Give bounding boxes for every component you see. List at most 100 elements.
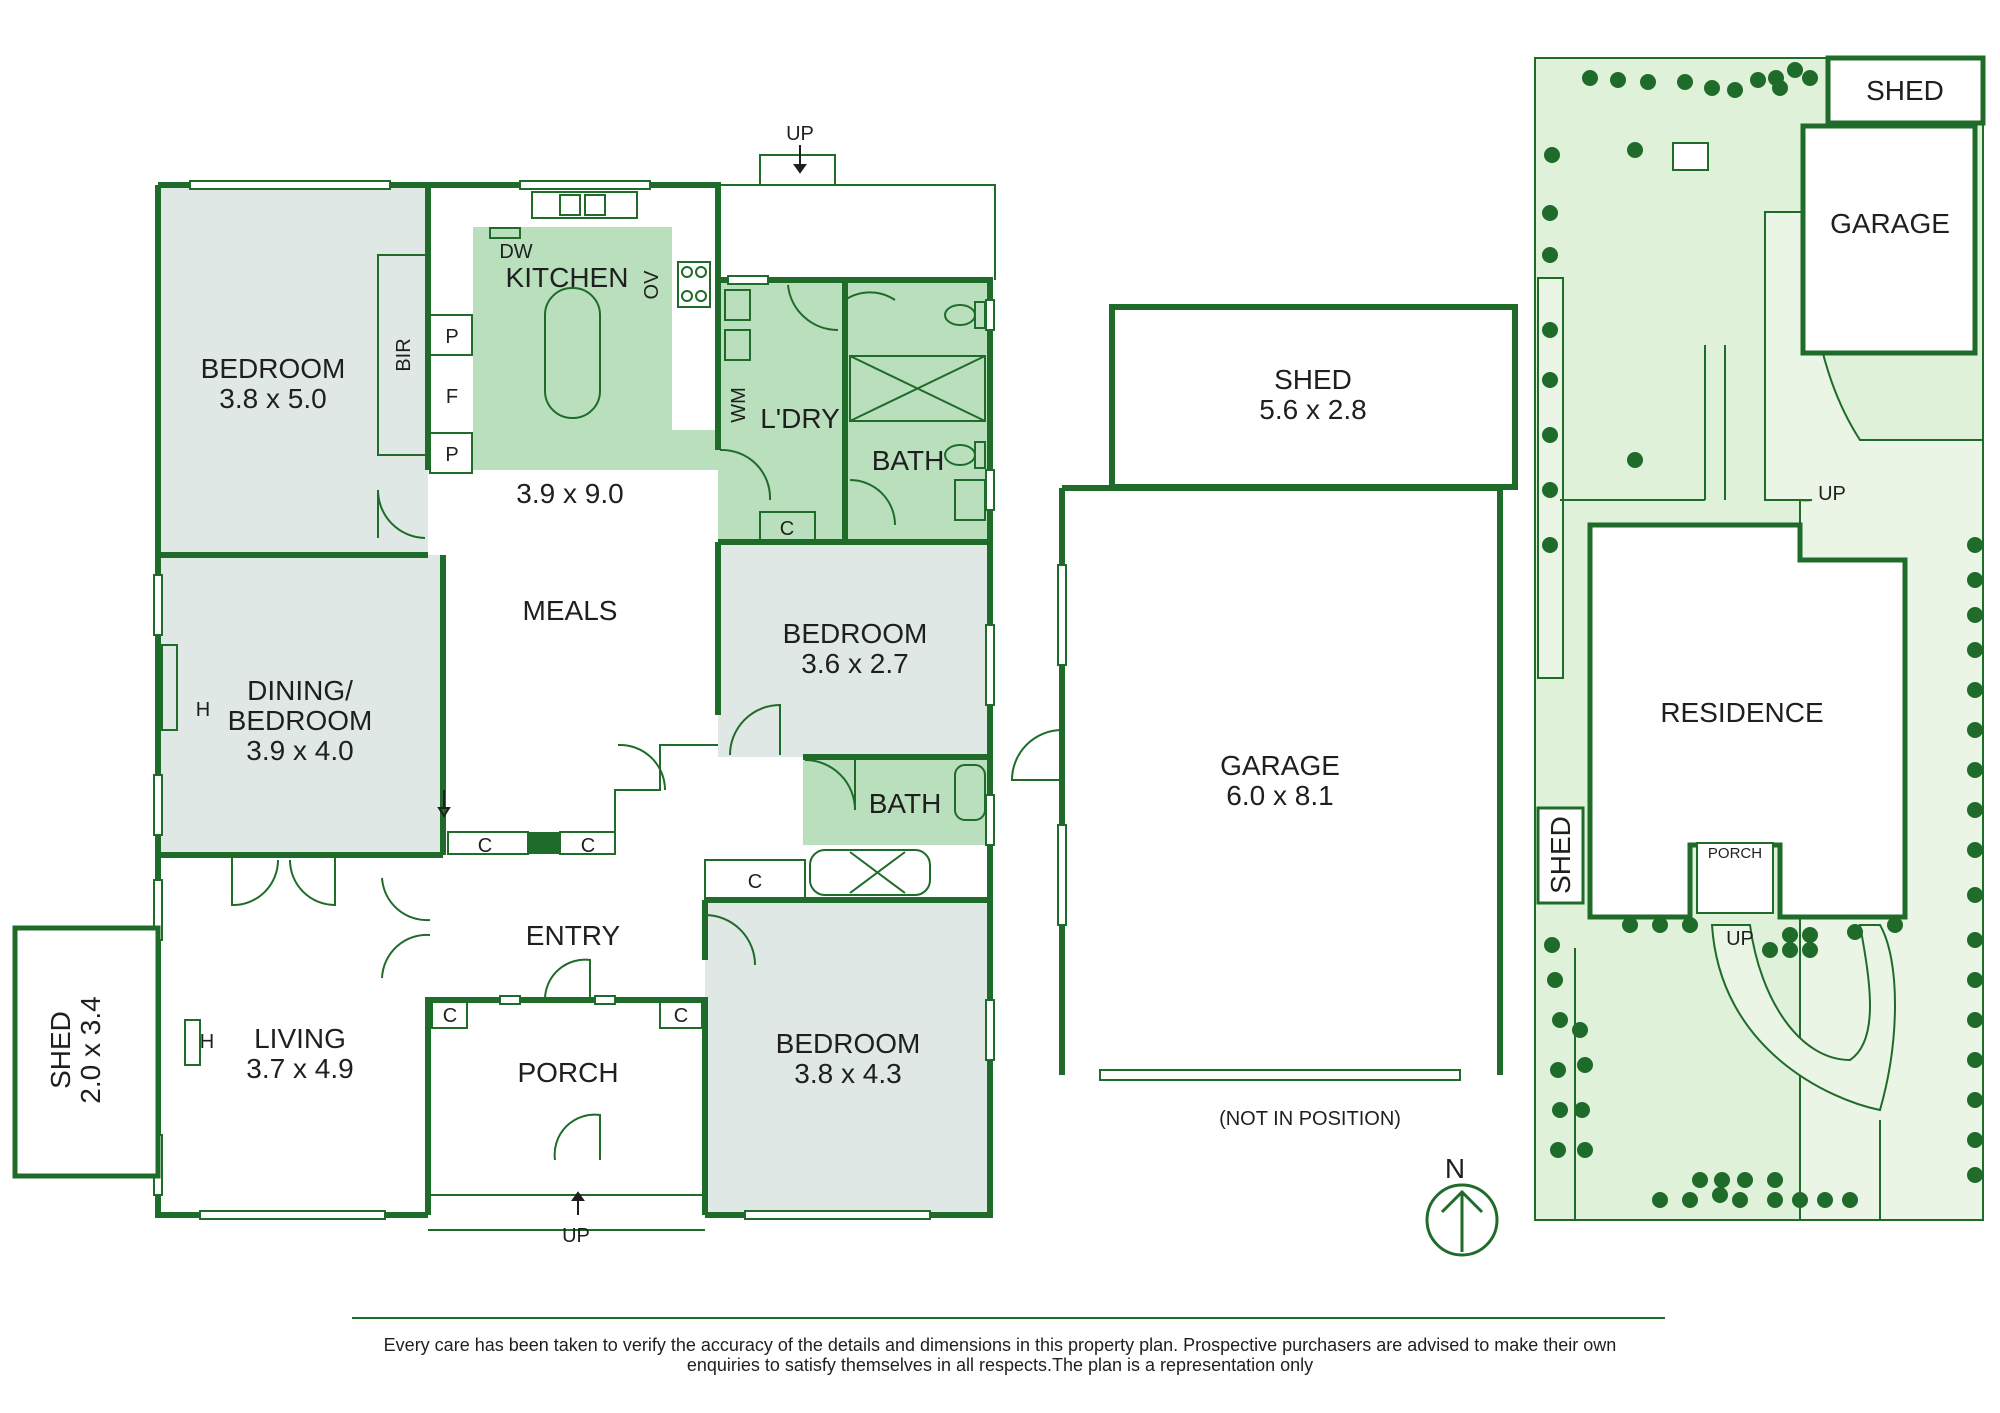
meals-door bbox=[617, 743, 667, 791]
shrub-icon bbox=[1712, 1187, 1728, 1203]
laundry-door-2 bbox=[787, 284, 839, 332]
shrub-icon bbox=[1732, 1192, 1748, 1208]
window-bed3-bottom bbox=[744, 1210, 931, 1220]
entry-door-l bbox=[381, 877, 431, 979]
shrub-icon bbox=[1550, 1062, 1566, 1078]
bath2-vanity bbox=[954, 764, 986, 821]
shed-left-size: 2.0 x 3.4 bbox=[75, 996, 106, 1103]
bath1-name: BATH bbox=[872, 445, 945, 476]
shrub-icon bbox=[1550, 1142, 1566, 1158]
window-laundry bbox=[727, 275, 769, 285]
shrub-icon bbox=[1544, 147, 1560, 163]
bir-closet bbox=[377, 254, 429, 456]
shrub-icon bbox=[1967, 1012, 1983, 1028]
shrub-icon bbox=[1610, 72, 1626, 88]
porch-walls bbox=[425, 997, 708, 1215]
shrub-icon bbox=[1547, 972, 1563, 988]
shrub-icon bbox=[1967, 932, 1983, 948]
laundry-tub-2 bbox=[724, 329, 751, 361]
shrub-icon bbox=[1542, 205, 1558, 221]
shrub-icon bbox=[1967, 972, 1983, 988]
shrub-icon bbox=[1750, 72, 1766, 88]
shrub-icon bbox=[1967, 1092, 1983, 1108]
bedroom1-door bbox=[377, 489, 426, 539]
laundry-wm: WM bbox=[728, 387, 750, 423]
site-shed-top-label: SHED bbox=[1866, 75, 1944, 106]
kitchen-p2: P bbox=[445, 444, 458, 466]
dining-fill bbox=[158, 555, 443, 855]
shrub-icon bbox=[1842, 1192, 1858, 1208]
shrub-icon bbox=[1967, 722, 1983, 738]
site-inner-line bbox=[1560, 345, 1726, 501]
meals-size: 3.9 x 9.0 bbox=[516, 478, 623, 509]
shrub-icon bbox=[1582, 70, 1598, 86]
closet-5: C bbox=[674, 1005, 688, 1027]
shrub-icon bbox=[1572, 1022, 1588, 1038]
shrub-icon bbox=[1627, 142, 1643, 158]
shed-name: SHED bbox=[1274, 364, 1352, 395]
kitchen-sink bbox=[531, 191, 638, 219]
shrub-icon bbox=[1737, 1172, 1753, 1188]
shrub-icon bbox=[1772, 80, 1788, 96]
compass-label: N bbox=[1445, 1153, 1465, 1184]
shrub-icon bbox=[1577, 1142, 1593, 1158]
porch-name: PORCH bbox=[517, 1057, 618, 1088]
fireplace-living bbox=[184, 1019, 201, 1066]
shrub-icon bbox=[1847, 924, 1863, 940]
porch-closet-l bbox=[431, 999, 468, 1029]
shrub-icon bbox=[1762, 942, 1778, 958]
site-up1-label: UP bbox=[1818, 483, 1846, 505]
shrub-icon bbox=[1967, 1052, 1983, 1068]
shrub-icon bbox=[1802, 70, 1818, 86]
garage-window-2 bbox=[1057, 824, 1067, 926]
bath2-name: BATH bbox=[869, 788, 942, 819]
bath1-door bbox=[844, 291, 896, 301]
kitchen-dw: DW bbox=[499, 241, 532, 263]
shower bbox=[849, 355, 986, 422]
shrub-icon bbox=[1967, 1132, 1983, 1148]
shrub-icon bbox=[1967, 572, 1983, 588]
shrub-icon bbox=[1792, 1192, 1808, 1208]
garage-size: 6.0 x 8.1 bbox=[1226, 780, 1333, 811]
site-porch bbox=[1696, 842, 1774, 914]
porch-closet-r bbox=[659, 999, 703, 1029]
dining-name: DINING/ bbox=[247, 675, 353, 706]
living-h: H bbox=[200, 1031, 214, 1053]
residence bbox=[1587, 522, 1908, 920]
dining-size: 3.9 x 4.0 bbox=[246, 735, 353, 766]
kitchen-bir: BIR bbox=[393, 338, 415, 371]
site-residence-label: RESIDENCE bbox=[1660, 697, 1823, 728]
bedroom3-fill bbox=[705, 900, 990, 1215]
shrub-icon bbox=[1967, 887, 1983, 903]
island-bench bbox=[544, 287, 601, 419]
pantry-1 bbox=[429, 314, 473, 356]
window-living-bottom bbox=[199, 1210, 386, 1220]
shrub-icon bbox=[1727, 82, 1743, 98]
bathtub-x bbox=[849, 851, 906, 894]
shrub-icon bbox=[1692, 1172, 1708, 1188]
shrub-icon bbox=[1967, 682, 1983, 698]
shrub-icon bbox=[1967, 1167, 1983, 1183]
stair-arrows bbox=[437, 145, 807, 1215]
compass-circle bbox=[1425, 1183, 1499, 1257]
compass bbox=[1425, 1183, 1499, 1257]
site-porch-label: PORCH bbox=[1708, 845, 1762, 862]
entry-name: ENTRY bbox=[526, 920, 621, 951]
window-dining-2 bbox=[153, 774, 163, 836]
disclaimer-line-2: enquiries to satisfy themselves in all r… bbox=[686, 1355, 1314, 1375]
shrub-icon bbox=[1544, 937, 1560, 953]
shower-x bbox=[849, 355, 986, 422]
entry-door-porch bbox=[544, 958, 591, 999]
bath2-fill bbox=[803, 757, 990, 845]
bathtub bbox=[809, 849, 931, 896]
disclaimer-line-1: Every care has been taken to verify the … bbox=[383, 1335, 1617, 1355]
burner-3 bbox=[681, 290, 693, 302]
shrub-icon bbox=[1802, 927, 1818, 943]
garage-side-door bbox=[1010, 729, 1063, 781]
cooktop bbox=[677, 261, 711, 308]
meals-name: MEALS bbox=[523, 595, 618, 626]
burner-1 bbox=[681, 266, 693, 278]
shrub-icon bbox=[1817, 1192, 1833, 1208]
shrub-icon bbox=[1767, 1172, 1783, 1188]
